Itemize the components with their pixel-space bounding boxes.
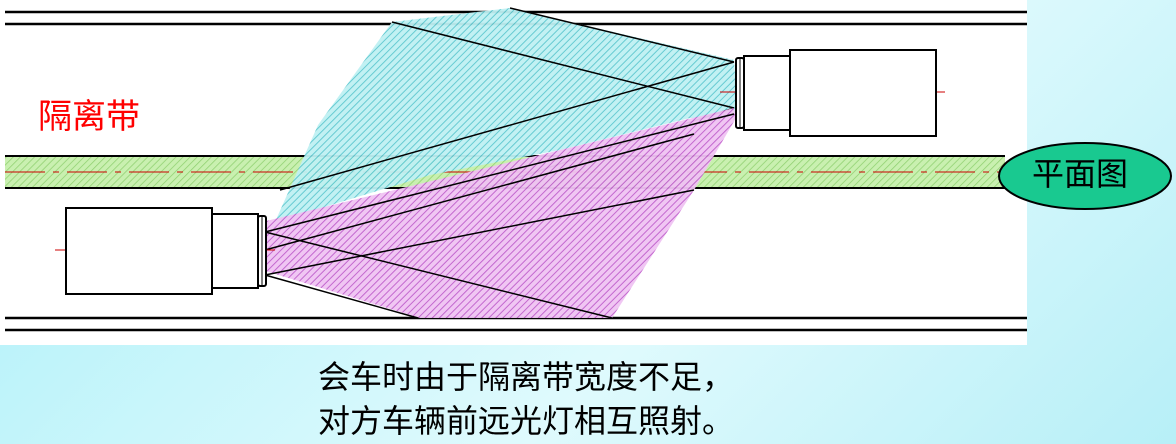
lower-vehicle-beam bbox=[262, 108, 736, 319]
caption: 会车时由于隔离带宽度不足， 对方车辆前远光灯相互照射。 bbox=[318, 355, 734, 443]
truck-facing-right-icon bbox=[55, 207, 275, 295]
plan-view-label: 平面图 bbox=[1032, 155, 1129, 193]
truck-facing-left-icon bbox=[720, 49, 945, 137]
caption-line-1: 会车时由于隔离带宽度不足， bbox=[318, 358, 735, 396]
median-label: 隔离带 bbox=[38, 97, 140, 137]
plan-view-badge bbox=[998, 142, 1172, 210]
caption-line-2: 对方车辆前远光灯相互照射。 bbox=[318, 402, 735, 440]
